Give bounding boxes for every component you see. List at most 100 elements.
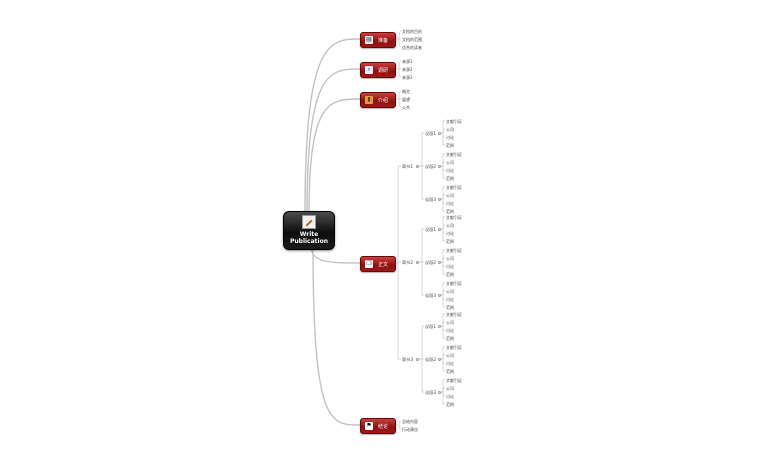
branch-research[interactable]: ⌕ 调研: [360, 62, 396, 78]
connector-section: [419, 325, 424, 360]
section-knob[interactable]: [438, 197, 441, 201]
connector-item: [441, 294, 445, 308]
connector-research-child: [398, 60, 402, 70]
section-item: 讨论: [446, 263, 454, 269]
section-item: 范例: [446, 368, 454, 374]
leaf-prep: 适合的读者: [402, 44, 422, 50]
section-item: 范例: [446, 401, 454, 407]
section-knob[interactable]: [438, 164, 441, 168]
connector-chapter: [397, 263, 401, 360]
section-item: 公司: [446, 192, 454, 198]
section-item: 公司: [446, 385, 454, 391]
branch-label: 准备: [378, 37, 389, 44]
connector-body: [310, 245, 361, 264]
section-item: 讨论: [446, 296, 454, 302]
leaf-conclusion: 总结内容: [402, 418, 418, 424]
connector-item: [441, 161, 445, 167]
branch-body[interactable]: ❐正文: [360, 256, 396, 272]
section-item: 公司: [446, 126, 454, 132]
chapter-label: 章节1: [402, 163, 414, 169]
section-knob[interactable]: [438, 227, 441, 231]
central-topic-title-line1: Write: [299, 231, 319, 238]
section-knob[interactable]: [438, 357, 441, 361]
connector-item: [441, 165, 445, 179]
leaf-intro: 公共: [402, 104, 410, 110]
section-item: 讨论: [446, 134, 454, 140]
section-item: 讨论: [446, 200, 454, 206]
connector-item: [441, 194, 445, 200]
connector-research: [306, 68, 361, 214]
chapter-knob[interactable]: [416, 260, 419, 264]
leaf-intro: 概览: [402, 88, 410, 94]
section-item: 讨论: [446, 360, 454, 366]
section-item: 文献引证: [446, 344, 462, 350]
section-item: 范例: [446, 142, 454, 148]
section-item: 范例: [446, 208, 454, 214]
chapter-label: 章节3: [402, 356, 414, 362]
connector-item: [441, 358, 445, 372]
chapter-knob[interactable]: [416, 164, 419, 168]
connector-item: [441, 391, 445, 405]
section-label: 议段3: [425, 389, 437, 395]
branch-prep[interactable]: ▤准备: [360, 32, 396, 48]
section-knob[interactable]: [438, 260, 441, 264]
section-item: 讨论: [446, 327, 454, 333]
checkered-flag-icon: ⚑: [365, 422, 373, 430]
connector-item: [441, 261, 445, 275]
connector-conclusion: [312, 245, 361, 426]
connector-item: [441, 290, 445, 296]
connector-item: [441, 354, 445, 360]
leaf-research: 来源1: [402, 58, 413, 64]
connector-section: [419, 228, 424, 263]
section-item: 公司: [446, 255, 454, 261]
section-item: 文献引证: [446, 311, 462, 317]
section-item: 范例: [446, 271, 454, 277]
connector-item: [441, 387, 445, 393]
connector-item: [441, 321, 445, 327]
section-knob[interactable]: [438, 293, 441, 297]
section-item: 文献引证: [446, 280, 462, 286]
connector-research-child: [398, 68, 402, 78]
section-item: 文献引证: [446, 118, 462, 124]
leaf-research: 来源2: [402, 66, 413, 72]
branch-conclusion[interactable]: ⚑结论: [360, 418, 396, 434]
leaf-research: 来源3: [402, 74, 413, 80]
notepad-pencil-icon: [302, 215, 316, 229]
branch-label: 调研: [378, 67, 389, 74]
connector-prep: [304, 38, 361, 214]
connector-conclusion-child: [398, 420, 402, 426]
section-label: 议段2: [425, 163, 437, 169]
branch-intro[interactable]: ▮ 介绍: [360, 92, 396, 108]
book-icon: ▮: [365, 96, 373, 104]
section-label: 议段2: [425, 356, 437, 362]
section-item: 讨论: [446, 230, 454, 236]
section-knob[interactable]: [438, 390, 441, 394]
section-knob[interactable]: [438, 324, 441, 328]
leaf-prep: 文档的范围: [402, 36, 422, 42]
section-label: 议段1: [425, 226, 437, 232]
connector-item: [441, 132, 445, 146]
connector-intro-child: [398, 98, 402, 108]
section-label: 议段1: [425, 323, 437, 329]
connector-item: [441, 224, 445, 230]
leaf-conclusion: 行动建议: [402, 426, 418, 432]
section-item: 文献引证: [446, 247, 462, 253]
section-item: 文献引证: [446, 214, 462, 220]
chapter-knob[interactable]: [416, 357, 419, 361]
section-label: 议段3: [425, 196, 437, 202]
connector-item: [441, 198, 445, 212]
section-knob[interactable]: [438, 131, 441, 135]
branch-label: 介绍: [378, 97, 389, 104]
leaf-prep: 文档的目的: [402, 28, 422, 34]
connector-conclusion-child: [398, 424, 402, 430]
connector-item: [441, 128, 445, 134]
connector-chapter: [397, 261, 401, 263]
section-item: 文献引证: [446, 377, 462, 383]
section-item: 讨论: [446, 393, 454, 399]
leaf-intro: 展望: [402, 96, 410, 102]
connector-section: [419, 261, 424, 296]
magnifier-icon: ⌕: [365, 66, 373, 74]
pages-icon: ❐: [365, 260, 373, 268]
central-topic[interactable]: Write Publication: [283, 211, 335, 250]
connector-section: [419, 358, 424, 393]
